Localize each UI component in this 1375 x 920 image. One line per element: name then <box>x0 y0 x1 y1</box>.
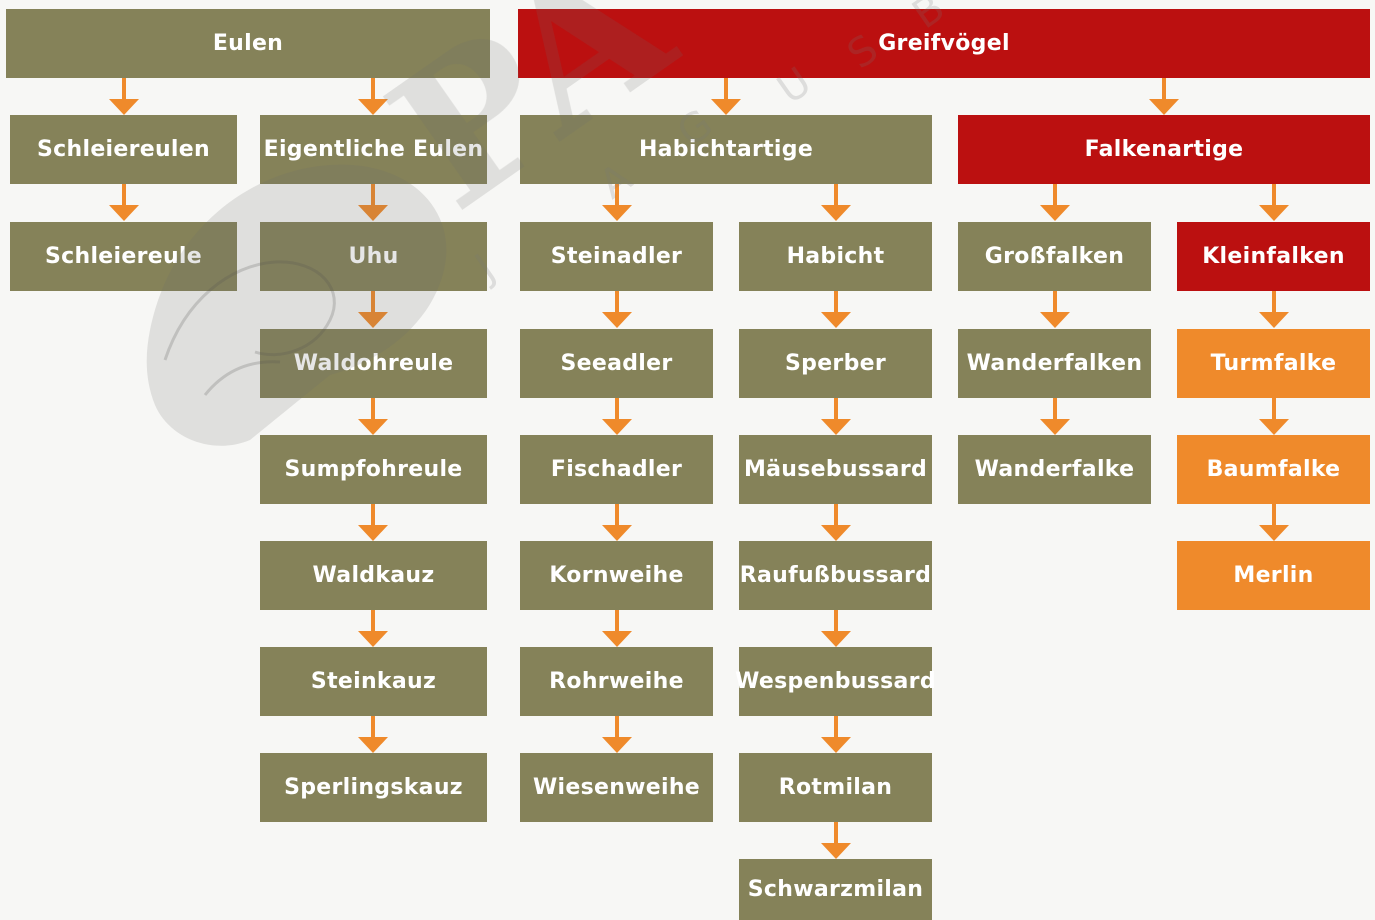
arrow-down-icon <box>358 398 388 435</box>
arrow-down-icon <box>1259 184 1289 221</box>
node-kornweihe: Kornweihe <box>520 541 713 610</box>
node-sumpfohreule: Sumpfohreule <box>260 435 487 504</box>
arrow-down-icon <box>602 504 632 541</box>
node-sperlingskauz: Sperlingskauz <box>260 753 487 822</box>
arrow-down-icon <box>602 184 632 221</box>
arrow-down-icon <box>358 716 388 753</box>
arrow-down-icon <box>1040 184 1070 221</box>
node-fischadler: Fischadler <box>520 435 713 504</box>
arrow-down-icon <box>1149 78 1179 115</box>
arrow-down-icon <box>109 184 139 221</box>
node-waldohreule: Waldohreule <box>260 329 487 398</box>
node-schwarzmilan: Schwarzmilan <box>739 859 932 920</box>
arrow-down-icon <box>602 716 632 753</box>
node-grossfalken: Großfalken <box>958 222 1151 291</box>
arrow-down-icon <box>821 184 851 221</box>
arrow-down-icon <box>602 610 632 647</box>
node-uhu: Uhu <box>260 222 487 291</box>
node-greifvoegel: Greifvögel <box>518 9 1370 78</box>
node-habichtartige: Habichtartige <box>520 115 932 184</box>
arrow-down-icon <box>358 610 388 647</box>
arrow-down-icon <box>821 398 851 435</box>
arrow-down-icon <box>821 822 851 859</box>
node-wiesenweihe: Wiesenweihe <box>520 753 713 822</box>
arrow-down-icon <box>358 504 388 541</box>
node-seeadler: Seeadler <box>520 329 713 398</box>
node-habicht: Habicht <box>739 222 932 291</box>
node-eigentliche-eulen: Eigentliche Eulen <box>260 115 487 184</box>
node-sperber: Sperber <box>739 329 932 398</box>
node-wanderfalken: Wanderfalken <box>958 329 1151 398</box>
arrow-down-icon <box>602 291 632 328</box>
arrow-down-icon <box>358 291 388 328</box>
node-baumfalke: Baumfalke <box>1177 435 1370 504</box>
arrow-down-icon <box>1040 398 1070 435</box>
arrow-down-icon <box>602 398 632 435</box>
arrow-down-icon <box>821 610 851 647</box>
node-falkenartige: Falkenartige <box>958 115 1370 184</box>
arrow-down-icon <box>358 184 388 221</box>
node-rohrweihe: Rohrweihe <box>520 647 713 716</box>
node-eulen: Eulen <box>6 9 490 78</box>
node-steinadler: Steinadler <box>520 222 713 291</box>
node-schleiereulen: Schleiereulen <box>10 115 237 184</box>
arrow-down-icon <box>358 78 388 115</box>
arrow-down-icon <box>821 291 851 328</box>
node-schleiereule: Schleiereule <box>10 222 237 291</box>
node-raufussbussard: Raufußbussard <box>739 541 932 610</box>
node-waldkauz: Waldkauz <box>260 541 487 610</box>
arrow-down-icon <box>1259 291 1289 328</box>
node-steinkauz: Steinkauz <box>260 647 487 716</box>
node-turmfalke: Turmfalke <box>1177 329 1370 398</box>
node-rotmilan: Rotmilan <box>739 753 932 822</box>
arrow-down-icon <box>711 78 741 115</box>
arrow-down-icon <box>821 716 851 753</box>
node-kleinfalken: Kleinfalken <box>1177 222 1370 291</box>
node-wanderfalke: Wanderfalke <box>958 435 1151 504</box>
arrow-down-icon <box>1259 504 1289 541</box>
arrow-down-icon <box>1040 291 1070 328</box>
node-wespenbussard: Wespenbussard <box>735 647 936 716</box>
node-maeusebussard: Mäusebussard <box>739 435 932 504</box>
arrow-down-icon <box>1259 398 1289 435</box>
arrow-down-icon <box>821 504 851 541</box>
node-merlin: Merlin <box>1177 541 1370 610</box>
arrow-down-icon <box>109 78 139 115</box>
